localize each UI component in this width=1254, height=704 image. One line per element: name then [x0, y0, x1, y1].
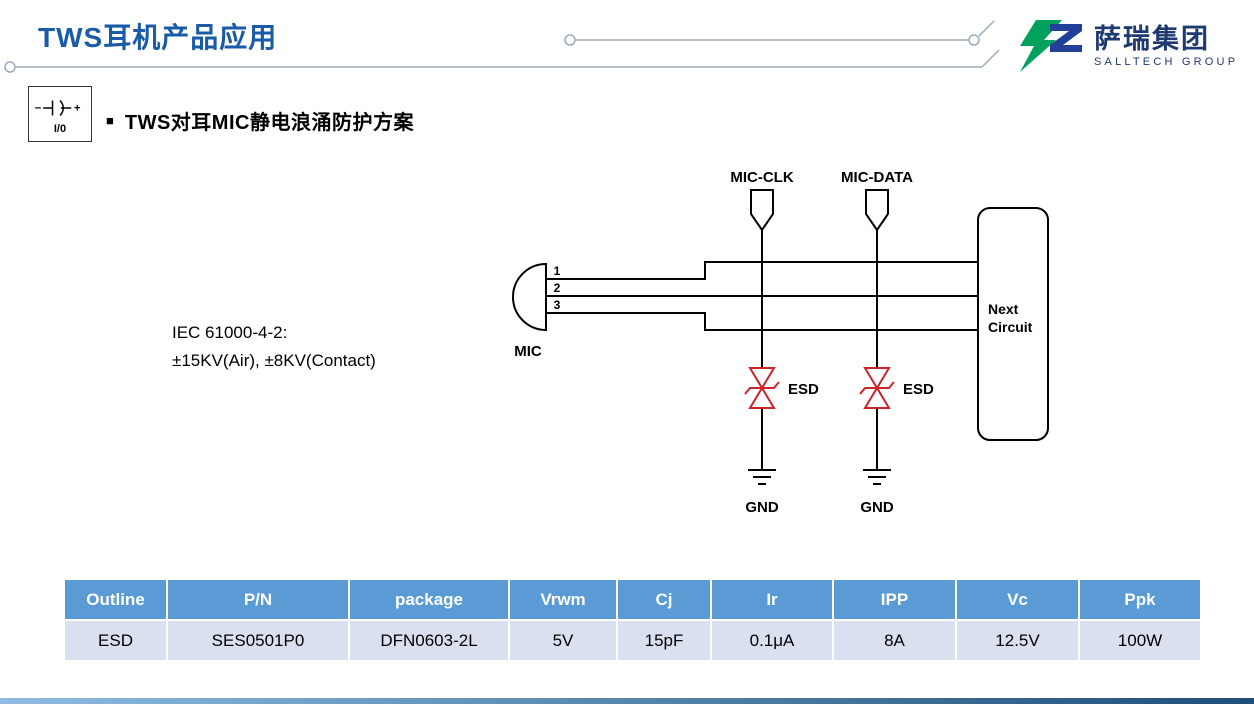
logo-text-block: 萨瑞集团 SALLTECH GROUP: [1094, 24, 1238, 68]
spec-table: Outline P/N package Vrwm Cj Ir IPP Vc Pp…: [63, 578, 1202, 662]
iec-standard-line2: ±15KV(Air), ±8KV(Contact): [172, 351, 376, 370]
cell-ppk: 100W: [1078, 619, 1202, 662]
io-badge-label: I/0: [53, 122, 67, 135]
section-title-text: TWS对耳MIC静电浪涌防护方案: [124, 112, 414, 134]
esd-diode-1: [744, 367, 780, 409]
io-minus-sign: −: [35, 102, 42, 114]
cell-cj: 15pF: [616, 619, 712, 662]
spec-table-header-row: Outline P/N package Vrwm Cj Ir IPP Vc Pp…: [63, 578, 1202, 621]
section-heading: ■ TWS对耳MIC静电浪涌防护方案: [106, 106, 414, 135]
io-plus-sign: +: [74, 102, 81, 114]
col-header-vrwm: Vrwm: [508, 578, 618, 621]
capacitor-symbol-icon: − +: [35, 99, 81, 116]
page-title: TWS耳机产品应用: [38, 22, 278, 53]
pin-2-label: 2: [554, 281, 561, 295]
gnd-symbol-1: [748, 469, 776, 485]
bullet-square-icon: ■: [106, 113, 114, 128]
iec-standard-line1: IEC 61000-4-2:: [172, 323, 287, 342]
esd-diode-2: [859, 367, 895, 409]
esd-label-1: ESD: [788, 381, 819, 398]
mic-data-label: MIC-DATA: [841, 169, 913, 186]
mic-label: MIC: [514, 343, 542, 360]
pin-3-label: 3: [554, 298, 561, 312]
col-header-ipp: IPP: [832, 578, 957, 621]
col-header-ppk: Ppk: [1078, 578, 1202, 621]
next-circuit-label-line2: Circuit: [988, 319, 1033, 335]
gnd-label-2: GND: [860, 499, 894, 516]
gnd-label-1: GND: [745, 499, 779, 516]
logo-company-subtitle: SALLTECH GROUP: [1094, 56, 1239, 68]
cell-ir: 0.1μA: [710, 619, 834, 662]
col-header-vc: Vc: [955, 578, 1080, 621]
footer-accent-bar: [0, 698, 1254, 704]
cell-vrwm: 5V: [508, 619, 618, 662]
mic-data-pad: [865, 189, 889, 232]
salltech-logo: 萨瑞集团 SALLTECH GROUP: [1012, 20, 1238, 72]
col-header-outline: Outline: [63, 578, 168, 621]
gnd-symbol-2: [863, 469, 891, 485]
mic-symbol: [512, 262, 547, 332]
wire-pin3: [546, 312, 978, 331]
cell-package: DFN0603-2L: [348, 619, 510, 662]
col-header-cj: Cj: [616, 578, 712, 621]
mic-clk-label: MIC-CLK: [730, 169, 793, 186]
logo-green-bolt-shape: [1020, 20, 1062, 72]
salltech-logo-icon: [1020, 20, 1082, 72]
logo-blue-z-shape: [1050, 24, 1082, 52]
logo-company-name: 萨瑞集团: [1094, 24, 1210, 54]
cell-pn: SES0501P0: [166, 619, 350, 662]
next-circuit-box: [977, 207, 1049, 441]
wire-pin1: [546, 261, 978, 280]
col-header-pn: P/N: [166, 578, 350, 621]
cell-vc: 12.5V: [955, 619, 1080, 662]
mic-clk-pad: [750, 189, 774, 232]
col-header-ir: Ir: [710, 578, 834, 621]
cell-outline: ESD: [63, 619, 168, 662]
spec-table-data-row: ESD SES0501P0 DFN0603-2L 5V 15pF 0.1μA 8…: [63, 619, 1202, 662]
pin-1-label: 1: [554, 264, 561, 278]
next-circuit-label-line1: Next: [988, 301, 1019, 317]
esd-label-2: ESD: [903, 381, 934, 398]
circuit-wires: [546, 230, 978, 470]
col-header-package: package: [348, 578, 510, 621]
cell-ipp: 8A: [832, 619, 957, 662]
io-interface-badge: − + I/0: [28, 86, 92, 142]
